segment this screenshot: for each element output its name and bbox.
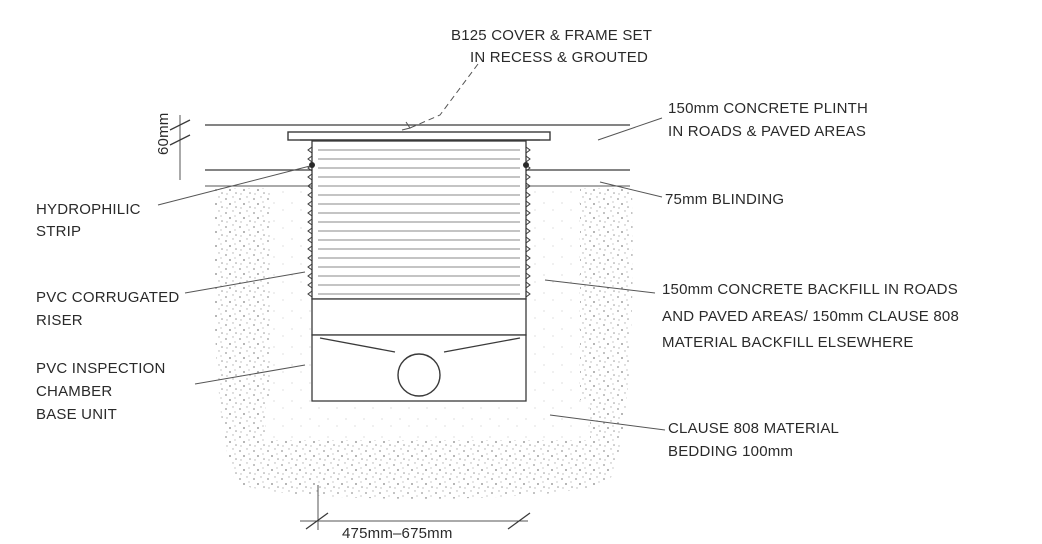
riser-notch xyxy=(307,245,531,253)
dim-width-label: 475mm–675mm xyxy=(342,525,453,542)
riser-notch xyxy=(307,218,531,226)
riser-notch xyxy=(307,254,531,262)
riser-notch xyxy=(307,209,531,217)
label-riser-1: PVC CORRUGATED xyxy=(36,289,179,306)
riser-notch xyxy=(307,236,531,244)
riser-notch xyxy=(307,290,531,298)
label-base-1: PVC INSPECTION xyxy=(36,360,166,377)
label-bedding-2: BEDDING 100mm xyxy=(668,443,793,460)
riser-collar xyxy=(311,298,527,336)
riser-notch xyxy=(307,182,531,190)
label-backfill-2: AND PAVED AREAS/ 150mm CLAUSE 808 xyxy=(662,308,959,325)
riser-notch xyxy=(307,272,531,280)
corrugated-riser xyxy=(307,140,531,300)
label-blinding: 75mm BLINDING xyxy=(665,191,784,208)
riser-notch xyxy=(307,200,531,208)
label-backfill-3: MATERIAL BACKFILL ELSEWHERE xyxy=(662,334,914,351)
label-riser-2: RISER xyxy=(36,312,83,329)
pipe-outlet xyxy=(397,353,441,397)
label-base-2: CHAMBER xyxy=(36,383,112,400)
riser-notch xyxy=(307,227,531,235)
hydrophilic-strip-right xyxy=(523,162,529,168)
bedding-zone xyxy=(265,400,590,440)
riser-notch xyxy=(307,263,531,271)
label-hydrophilic-2: STRIP xyxy=(36,223,81,240)
riser-notch xyxy=(307,146,531,154)
dim-60mm-label: 60mm xyxy=(155,113,172,155)
label-cover-1: B125 COVER & FRAME SET xyxy=(451,27,652,44)
label-plinth-1: 150mm CONCRETE PLINTH xyxy=(668,100,868,117)
riser-notch xyxy=(307,281,531,289)
riser-notch xyxy=(307,155,531,163)
label-cover-2: IN RECESS & GROUTED xyxy=(470,49,648,66)
cover-frame xyxy=(287,131,551,141)
label-base-3: BASE UNIT xyxy=(36,406,117,423)
label-bedding-1: CLAUSE 808 MATERIAL xyxy=(668,420,839,437)
riser-notch xyxy=(307,173,531,181)
label-backfill-1: 150mm CONCRETE BACKFILL IN ROADS xyxy=(662,281,958,298)
label-hydrophilic-1: HYDROPHILIC xyxy=(36,201,141,218)
label-plinth-2: IN ROADS & PAVED AREAS xyxy=(668,123,866,140)
hydrophilic-strip-left xyxy=(309,162,315,168)
base-unit xyxy=(311,334,527,402)
riser-notch xyxy=(307,191,531,199)
